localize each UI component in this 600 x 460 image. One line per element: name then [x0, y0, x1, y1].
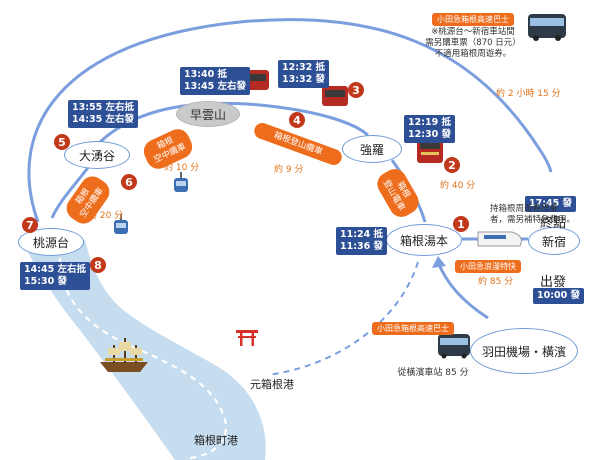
duration-romancecar: 約 85 分 [478, 277, 514, 287]
duration-cable-car: 約 9 分 [274, 165, 304, 175]
cable-car-icon [322, 86, 348, 106]
ropeway-icon [174, 172, 188, 192]
dashed-route-to-motohakone [267, 261, 420, 377]
timetable-line: 13:45 左右發 [184, 81, 247, 92]
station-label: 箱根湯本 [399, 233, 448, 248]
station-label: 羽田機場・橫濱 [481, 344, 566, 359]
pirate-ship-icon [100, 338, 148, 372]
step-number: 5 [58, 135, 66, 149]
step-badge: 1 [453, 216, 469, 232]
station-gora[interactable]: 強羅 [342, 135, 402, 163]
timetable-line: 11:36 發 [340, 241, 384, 252]
timetable-line: 12:19 抵 [408, 117, 452, 128]
train-icon [417, 137, 443, 163]
timetable-line: 13:40 抵 [184, 69, 228, 80]
timetable-line: 11:24 抵 [340, 229, 384, 240]
station-label: 桃源台 [32, 235, 69, 250]
yokohama-note: 從橫濱車站 85 分 [397, 368, 469, 378]
station-haneda-yokohama[interactable]: 羽田機場・橫濱 [470, 328, 578, 374]
step-badge: 8 [90, 257, 106, 273]
departure-label: 出發 [540, 275, 567, 290]
station-sounzan[interactable]: 早雲山 [176, 101, 240, 127]
timetable-line: 15:30 發 [24, 276, 68, 287]
arrow-head [432, 256, 446, 268]
step-number: 1 [457, 217, 465, 231]
romancecar-tag: 小田急浪漫特快 [455, 260, 521, 273]
ropeway-icon [114, 214, 128, 234]
duration-highway-bus: 約 2 小時 15 分 [496, 89, 561, 99]
torii-icon [236, 330, 258, 346]
ropeway-route-lower [50, 164, 92, 219]
timetable-shinjuku-end: 17:45 發 [525, 196, 577, 212]
timetable-line: 12:30 發 [408, 129, 452, 140]
step-badge: 7 [22, 217, 38, 233]
step-number: 6 [125, 175, 133, 189]
station-shinjuku[interactable]: 新宿 [528, 227, 580, 255]
duration-ropeway-upper: 約 10 分 [164, 163, 200, 173]
timetable-line: 17:45 發 [529, 198, 573, 209]
step-badge: 4 [289, 112, 305, 128]
step-badge: 6 [121, 174, 137, 190]
boat-route [58, 257, 228, 460]
bus-icon [438, 334, 470, 359]
step-number: 4 [293, 113, 301, 127]
highway-bus-tag: 小田急箱根高速巴士 [432, 13, 514, 26]
station-label: 強羅 [359, 142, 384, 157]
step-number: 3 [352, 83, 360, 97]
motohakone-port: 元箱根港 [250, 378, 294, 391]
step-badge: 5 [54, 134, 70, 150]
lake-ashinoko [20, 235, 266, 460]
station-owakudani[interactable]: 大湧谷 [64, 141, 130, 169]
airport-bus-tag: 小田急箱根高速巴士 [372, 322, 454, 335]
bus-icon [528, 14, 566, 41]
timetable-line: 12:32 抵 [282, 62, 326, 73]
step-number: 2 [448, 158, 456, 172]
station-label: 新宿 [541, 234, 566, 249]
timetable-line: 13:32 發 [282, 74, 326, 85]
station-label: 早雲山 [189, 107, 226, 122]
step-number: 7 [26, 218, 34, 232]
station-hakone-yumoto[interactable]: 箱根湯本 [386, 224, 462, 256]
hakonemachi-port: 箱根町港 [194, 434, 238, 447]
station-label: 大湧谷 [78, 148, 115, 163]
cable-car-icon [245, 70, 269, 90]
airport-bus-route [436, 261, 489, 320]
romancecar-icon [477, 231, 522, 247]
timetable-shinjuku-start: 10:00 發 [533, 288, 585, 304]
timetable-line: 14:45 左右抵 [24, 264, 87, 275]
step-number: 8 [94, 258, 102, 272]
step-badge: 2 [444, 157, 460, 173]
highway-bus-note: ※桃源台～新宿車站間 需另購車票（870 日元） 不適用箱根周遊券。 [425, 27, 521, 59]
timetable-line: 13:55 左右抵 [72, 102, 135, 113]
dashed-route-to-motohakone [267, 261, 419, 376]
duration-train: 約 40 分 [440, 181, 476, 191]
highway-bus-route [27, 18, 553, 223]
pass-note: 持箱根周遊券搭乘 者，需另補特急費用。 [490, 204, 576, 225]
step-badge: 3 [348, 82, 364, 98]
timetable-line: 14:35 左右發 [72, 114, 135, 125]
duration-ropeway-lower: 約 20 分 [88, 211, 124, 221]
timetable-line: 10:00 發 [537, 290, 581, 301]
terminal-label: 終點 [540, 216, 567, 231]
